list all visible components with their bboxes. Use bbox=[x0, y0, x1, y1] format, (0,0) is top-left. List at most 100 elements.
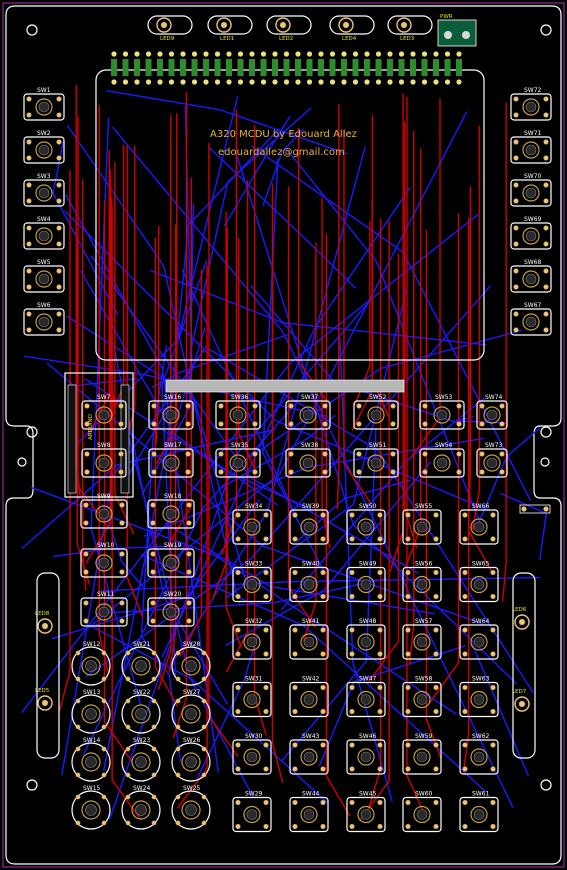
round-button-sw14[interactable]: SW14 bbox=[71, 737, 111, 782]
switch-sw7[interactable]: SW7 bbox=[81, 394, 127, 430]
switch-pad bbox=[292, 651, 298, 657]
switch-sw53[interactable]: SW53 bbox=[419, 394, 465, 430]
switch-pad bbox=[499, 469, 505, 475]
switch-sw35[interactable]: SW35 bbox=[215, 442, 261, 478]
round-button-pad bbox=[201, 724, 207, 730]
header-pin bbox=[352, 79, 359, 85]
switch-sw17[interactable]: SW17 bbox=[148, 442, 194, 478]
switch-sw57[interactable]: SW57 bbox=[402, 618, 442, 660]
switch-sw70[interactable]: SW70 bbox=[510, 173, 552, 207]
round-button-sw27[interactable]: SW27 bbox=[171, 689, 211, 734]
switch-sw46[interactable]: SW46 bbox=[346, 733, 386, 775]
switch-sw59[interactable]: SW59 bbox=[402, 733, 442, 775]
switch-sw51[interactable]: SW51 bbox=[353, 442, 399, 478]
switch-label: SW11 bbox=[97, 591, 115, 598]
switch-sw20[interactable]: SW20 bbox=[147, 591, 195, 627]
switch-sw42[interactable]: SW42 bbox=[289, 676, 329, 718]
switch-sw45[interactable]: SW45 bbox=[346, 791, 386, 833]
switch-sw31[interactable]: SW31 bbox=[232, 676, 272, 718]
header-pin bbox=[387, 79, 393, 85]
switch-sw30[interactable]: SW30 bbox=[232, 733, 272, 775]
switch-sw1[interactable]: SW1 bbox=[23, 87, 65, 121]
switch-sw64[interactable]: SW64 bbox=[459, 618, 499, 660]
switch-sw38[interactable]: SW38 bbox=[285, 442, 331, 478]
round-button-pad bbox=[75, 698, 81, 704]
switch-sw54[interactable]: SW54 bbox=[419, 442, 465, 478]
switch-sw8[interactable]: SW8 bbox=[81, 442, 127, 478]
switch-sw44[interactable]: SW44 bbox=[289, 791, 329, 833]
switch-label: SW6 bbox=[37, 302, 51, 309]
trace-bottom bbox=[65, 194, 220, 773]
switch-pad bbox=[349, 766, 355, 772]
switch-sw73[interactable]: SW73 bbox=[476, 442, 508, 478]
switch-pad bbox=[462, 742, 468, 748]
switch-sw48[interactable]: SW48 bbox=[346, 618, 386, 660]
switch-sw63[interactable]: SW63 bbox=[459, 676, 499, 718]
switch-sw10[interactable]: SW10 bbox=[80, 542, 128, 578]
switch-sw61[interactable]: SW61 bbox=[459, 791, 499, 833]
switch-sw74[interactable]: SW74 bbox=[476, 394, 508, 430]
header-pin bbox=[329, 79, 336, 85]
switch-sw66[interactable]: SW66 bbox=[459, 503, 499, 545]
round-button-sw25[interactable]: SW25 bbox=[171, 785, 211, 830]
switch-sw19[interactable]: SW19 bbox=[147, 542, 195, 578]
switch-pad bbox=[252, 451, 258, 457]
switch-actuator bbox=[35, 313, 53, 331]
switch-sw52[interactable]: SW52 bbox=[353, 394, 399, 430]
switch-pad bbox=[186, 502, 192, 508]
trace-top bbox=[176, 264, 208, 809]
round-button-sw13[interactable]: SW13 bbox=[71, 689, 111, 734]
switch-sw56[interactable]: SW56 bbox=[402, 561, 442, 603]
round-button-sw24[interactable]: SW24 bbox=[121, 785, 161, 830]
switch-sw67[interactable]: SW67 bbox=[510, 302, 552, 336]
switch-sw33[interactable]: SW33 bbox=[232, 561, 272, 603]
switch-sw50[interactable]: SW50 bbox=[346, 503, 386, 545]
round-button-sw22[interactable]: SW22 bbox=[121, 689, 161, 734]
switch-sw5[interactable]: SW5 bbox=[23, 259, 65, 293]
switch-sw43[interactable]: SW43 bbox=[289, 733, 329, 775]
switch-sw4[interactable]: SW4 bbox=[23, 216, 65, 250]
switch-sw6[interactable]: SW6 bbox=[23, 302, 65, 336]
round-button-sw21[interactable]: SW21 bbox=[121, 641, 161, 686]
switch-sw55[interactable]: SW55 bbox=[402, 503, 442, 545]
switch-sw32[interactable]: SW32 bbox=[232, 618, 272, 660]
switch-sw34[interactable]: SW34 bbox=[232, 503, 272, 545]
switch-sw9[interactable]: SW9 bbox=[80, 493, 128, 529]
round-button-sw15[interactable]: SW15 bbox=[71, 785, 111, 830]
switch-pad bbox=[390, 451, 396, 457]
switch-sw69[interactable]: SW69 bbox=[510, 216, 552, 250]
switch-sw39[interactable]: SW39 bbox=[289, 503, 329, 545]
switch-sw47[interactable]: SW47 bbox=[346, 676, 386, 718]
switch-sw72[interactable]: SW72 bbox=[510, 87, 552, 121]
switch-actuator bbox=[300, 633, 318, 651]
switch-sw40[interactable]: SW40 bbox=[289, 561, 329, 603]
switch-sw36[interactable]: SW36 bbox=[215, 394, 261, 430]
switch-sw16[interactable]: SW16 bbox=[148, 394, 194, 430]
switch-pad bbox=[320, 651, 326, 657]
switch-pad bbox=[490, 536, 496, 542]
switch-sw60[interactable]: SW60 bbox=[402, 791, 442, 833]
round-button-sw28[interactable]: SW28 bbox=[171, 641, 211, 686]
switch-sw18[interactable]: SW18 bbox=[147, 493, 195, 529]
switch-sw58[interactable]: SW58 bbox=[402, 676, 442, 718]
switch-pad bbox=[292, 536, 298, 542]
switch-pad bbox=[150, 600, 156, 606]
switch-sw68[interactable]: SW68 bbox=[510, 259, 552, 293]
header-pin-label-strip bbox=[318, 59, 324, 76]
switch-actuator bbox=[357, 748, 375, 766]
switch-sw37[interactable]: SW37 bbox=[285, 394, 331, 430]
trace-bottom bbox=[90, 625, 330, 805]
switch-sw71[interactable]: SW71 bbox=[510, 130, 552, 164]
switch-pad bbox=[150, 569, 156, 575]
switch-sw2[interactable]: SW2 bbox=[23, 130, 65, 164]
switch-sw62[interactable]: SW62 bbox=[459, 733, 499, 775]
switch-sw49[interactable]: SW49 bbox=[346, 561, 386, 603]
switch-sw41[interactable]: SW41 bbox=[289, 618, 329, 660]
switch-sw11[interactable]: SW11 bbox=[80, 591, 128, 627]
round-button-sw23[interactable]: SW23 bbox=[121, 737, 161, 782]
switch-sw29[interactable]: SW29 bbox=[232, 791, 272, 833]
switch-sw3[interactable]: SW3 bbox=[23, 173, 65, 207]
round-button-sw26[interactable]: SW26 bbox=[171, 737, 211, 782]
switch-sw65[interactable]: SW65 bbox=[459, 561, 499, 603]
round-button-sw12[interactable]: SW12 bbox=[71, 641, 111, 686]
